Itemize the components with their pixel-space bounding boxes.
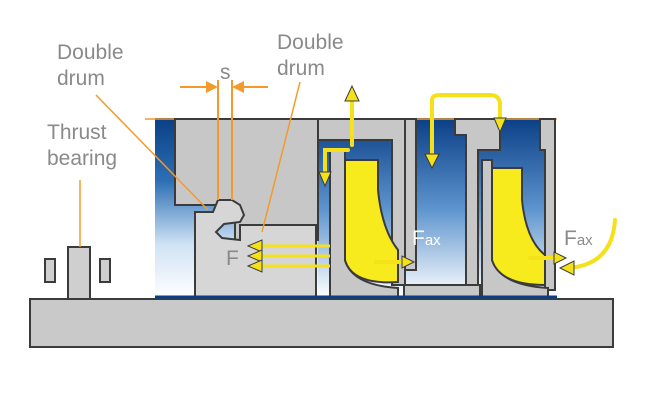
thrust-bearing-label-2: bearing	[47, 147, 118, 170]
flow-arrowheads	[318, 84, 575, 276]
force-f-label: F	[226, 247, 239, 270]
fax-label-1-main: F	[412, 227, 425, 250]
double-drum-label-left-1: Double	[57, 41, 124, 64]
fax-label-1-sub: ax	[424, 232, 441, 249]
double-drum-label-right-2: drum	[277, 57, 325, 80]
gap-s-label: s	[220, 61, 231, 84]
fax-label-2-main: F	[564, 227, 577, 250]
axial-force-arrows	[260, 244, 330, 268]
leader-lines	[79, 81, 301, 247]
fax-label-2-sub: ax	[576, 232, 593, 249]
gap-dimension	[180, 80, 268, 200]
impeller-2	[491, 167, 546, 287]
double-drum-label-left-2: drum	[57, 67, 105, 90]
shaft	[29, 298, 614, 348]
thrust-bearing	[44, 246, 111, 300]
fax-label-1: Fax	[412, 226, 441, 254]
flow-arrows	[323, 93, 617, 270]
impeller-1	[344, 159, 399, 284]
double-drum-label-right-1: Double	[277, 31, 344, 54]
fax-label-2: Fax	[564, 226, 593, 254]
thrust-bearing-label-1: Thrust	[47, 121, 107, 144]
axial-force-arrowheads	[246, 239, 263, 273]
casing-diffuser-2	[404, 118, 417, 271]
